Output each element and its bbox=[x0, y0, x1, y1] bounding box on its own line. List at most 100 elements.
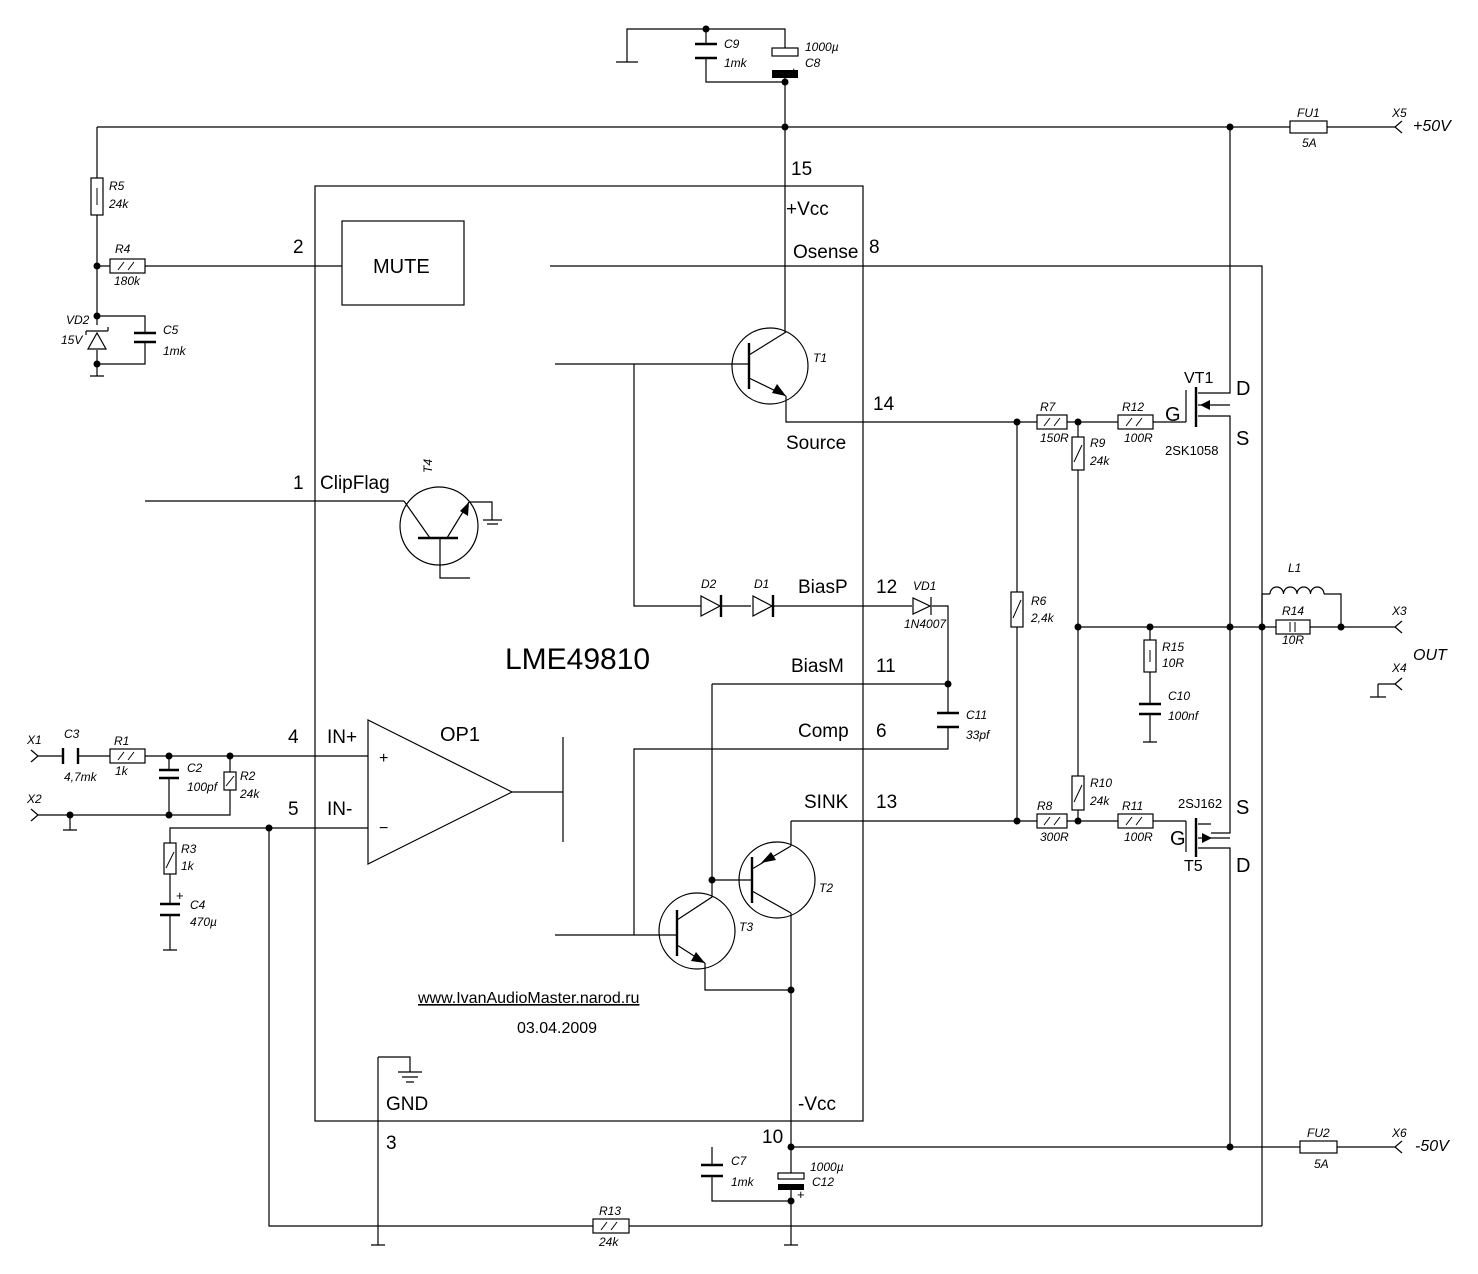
inductor-l1 bbox=[1269, 586, 1325, 595]
pin-biasm: BiasM bbox=[791, 656, 844, 677]
label-connectors-x4: X4 bbox=[1391, 661, 1407, 675]
label-components-d1-name: D1 bbox=[754, 577, 769, 591]
capacitor-c5 bbox=[134, 331, 156, 344]
label-components-r1-name: R1 bbox=[114, 734, 129, 748]
pin-clipflag: ClipFlag bbox=[320, 473, 390, 494]
opamp-minus-sign: − bbox=[379, 820, 388, 837]
connector-labels: X1 X2 X5 +50V X3 OUT X4 X6 -50V bbox=[26, 106, 1452, 1155]
label-components-c2-value: 100pf bbox=[187, 780, 219, 794]
pin-gnd: GND bbox=[386, 1094, 428, 1115]
opamp-output bbox=[512, 737, 564, 842]
label-components-r5-value: 24k bbox=[108, 197, 129, 211]
resistor-r7 bbox=[1036, 414, 1068, 430]
label-components-t5-part: 2SJ162 bbox=[1178, 796, 1222, 811]
resistor-r15 bbox=[1143, 639, 1157, 673]
chip-pin-labels: 15 +Vcc 2 Osense 8 14 Source 1 ClipFlag … bbox=[288, 159, 897, 1154]
fuses bbox=[1289, 120, 1338, 1154]
label-components-vt1-s: S bbox=[1236, 428, 1249, 450]
fuse-fu1 bbox=[1289, 120, 1328, 134]
label-components-r10-value: 24k bbox=[1089, 794, 1110, 808]
label-components-r14-value: 10R bbox=[1282, 633, 1304, 647]
capacitor-c8 bbox=[771, 47, 799, 78]
pin-1: 1 bbox=[293, 473, 304, 494]
junction-dots bbox=[66, 25, 1345, 1205]
pin-2: 2 bbox=[293, 237, 304, 258]
pin-3: 3 bbox=[386, 1133, 397, 1154]
label-components-c3-name: C3 bbox=[64, 727, 80, 741]
label-polarity-plus: + bbox=[797, 1187, 805, 1202]
label-components-r6-name: R6 bbox=[1031, 594, 1047, 608]
resistor-r4 bbox=[109, 258, 146, 274]
label-components-c9-value: 1mk bbox=[724, 56, 748, 70]
label-components-r6-value: 2,4k bbox=[1030, 611, 1055, 625]
label-components-c4-value: 470µ bbox=[190, 915, 217, 929]
resistor-r3 bbox=[163, 842, 177, 875]
label-components-t1-name: T1 bbox=[813, 351, 827, 365]
capacitor-c12 bbox=[777, 1172, 805, 1190]
label-components-r9-value: 24k bbox=[1089, 454, 1110, 468]
pin-vcc-plus: +Vcc bbox=[786, 199, 829, 220]
label-components-c11-name: C11 bbox=[966, 708, 987, 722]
label-components-vt1-g: G bbox=[1165, 404, 1181, 426]
label-connectors-x6: X6 bbox=[1391, 1126, 1407, 1140]
label-components-r2-name: R2 bbox=[240, 769, 256, 783]
connectors bbox=[30, 120, 1403, 1154]
label-connectors-minus50: -50V bbox=[1415, 1138, 1450, 1155]
connector-x6 bbox=[1394, 1140, 1403, 1154]
label-connectors-x2: X2 bbox=[26, 792, 42, 806]
opamp-plus-sign: + bbox=[379, 750, 388, 767]
label-components-c3-value: 4,7mk bbox=[64, 770, 98, 784]
capacitor-c3 bbox=[61, 748, 80, 764]
chip-name: LME49810 bbox=[505, 643, 650, 676]
label-components-r12-value: 100R bbox=[1124, 431, 1153, 445]
label-components-fu1-name: FU1 bbox=[1297, 106, 1320, 120]
label-components-fu2-name: FU2 bbox=[1307, 1126, 1330, 1140]
resistor-r2 bbox=[223, 771, 237, 791]
label-components-fu1-value: 5A bbox=[1302, 136, 1317, 150]
mosfet-vt1 bbox=[1185, 387, 1230, 427]
mute-block bbox=[341, 220, 465, 306]
connector-x2 bbox=[30, 808, 39, 822]
label-components-t3-name: T3 bbox=[739, 920, 753, 934]
label-components-vt1-d: D bbox=[1236, 378, 1250, 400]
pin-11: 11 bbox=[876, 656, 896, 677]
label-components-vd1-name: VD1 bbox=[913, 579, 936, 593]
label-components-c5-value: 1mk bbox=[163, 344, 187, 358]
pin-source: Source bbox=[786, 433, 846, 454]
label-components-c9-name: C9 bbox=[724, 37, 740, 51]
resistors bbox=[90, 177, 1311, 1234]
label-components-r12-name: R12 bbox=[1122, 400, 1144, 414]
connector-x1 bbox=[30, 749, 39, 763]
fuse-fu2 bbox=[1299, 1140, 1338, 1154]
resistor-r10 bbox=[1071, 775, 1085, 811]
resistor-r9 bbox=[1071, 436, 1085, 471]
label-components-r13-name: R13 bbox=[599, 1204, 621, 1218]
capacitor-c9 bbox=[695, 42, 717, 60]
label-components-vt1-part: 2SK1058 bbox=[1165, 443, 1219, 458]
transistor-t4 bbox=[399, 486, 479, 566]
resistor-r8 bbox=[1036, 813, 1068, 829]
opamp-label: OP1 bbox=[440, 724, 480, 746]
label-components-r8-name: R8 bbox=[1037, 799, 1053, 813]
capacitor-c2 bbox=[159, 768, 179, 780]
mosfet-t5 bbox=[1185, 818, 1230, 857]
label-connectors-out: OUT bbox=[1413, 647, 1448, 664]
label-components-t4-name: T4 bbox=[421, 459, 435, 473]
pin-12: 12 bbox=[876, 577, 897, 598]
resistor-r13 bbox=[592, 1218, 630, 1234]
label-components-fu2-value: 5A bbox=[1314, 1157, 1329, 1171]
chip-outline bbox=[314, 185, 864, 1122]
diodes bbox=[85, 327, 932, 617]
label-components-r15-value: 10R bbox=[1162, 656, 1184, 670]
label-connectors-x1: X1 bbox=[26, 733, 42, 747]
pin-10: 10 bbox=[762, 1127, 783, 1148]
diode-vd1 bbox=[912, 597, 932, 615]
label-connectors-x3: X3 bbox=[1391, 604, 1407, 618]
diode-vd2 bbox=[85, 327, 109, 350]
label-components-t5-s: S bbox=[1236, 797, 1249, 819]
label-components-r7-name: R7 bbox=[1040, 400, 1057, 414]
label-components-t5-d: D bbox=[1236, 855, 1250, 877]
label-polarity-plus: + bbox=[790, 64, 798, 79]
label-components-r8-value: 300R bbox=[1040, 830, 1069, 844]
label-components-r5-name: R5 bbox=[109, 179, 125, 193]
